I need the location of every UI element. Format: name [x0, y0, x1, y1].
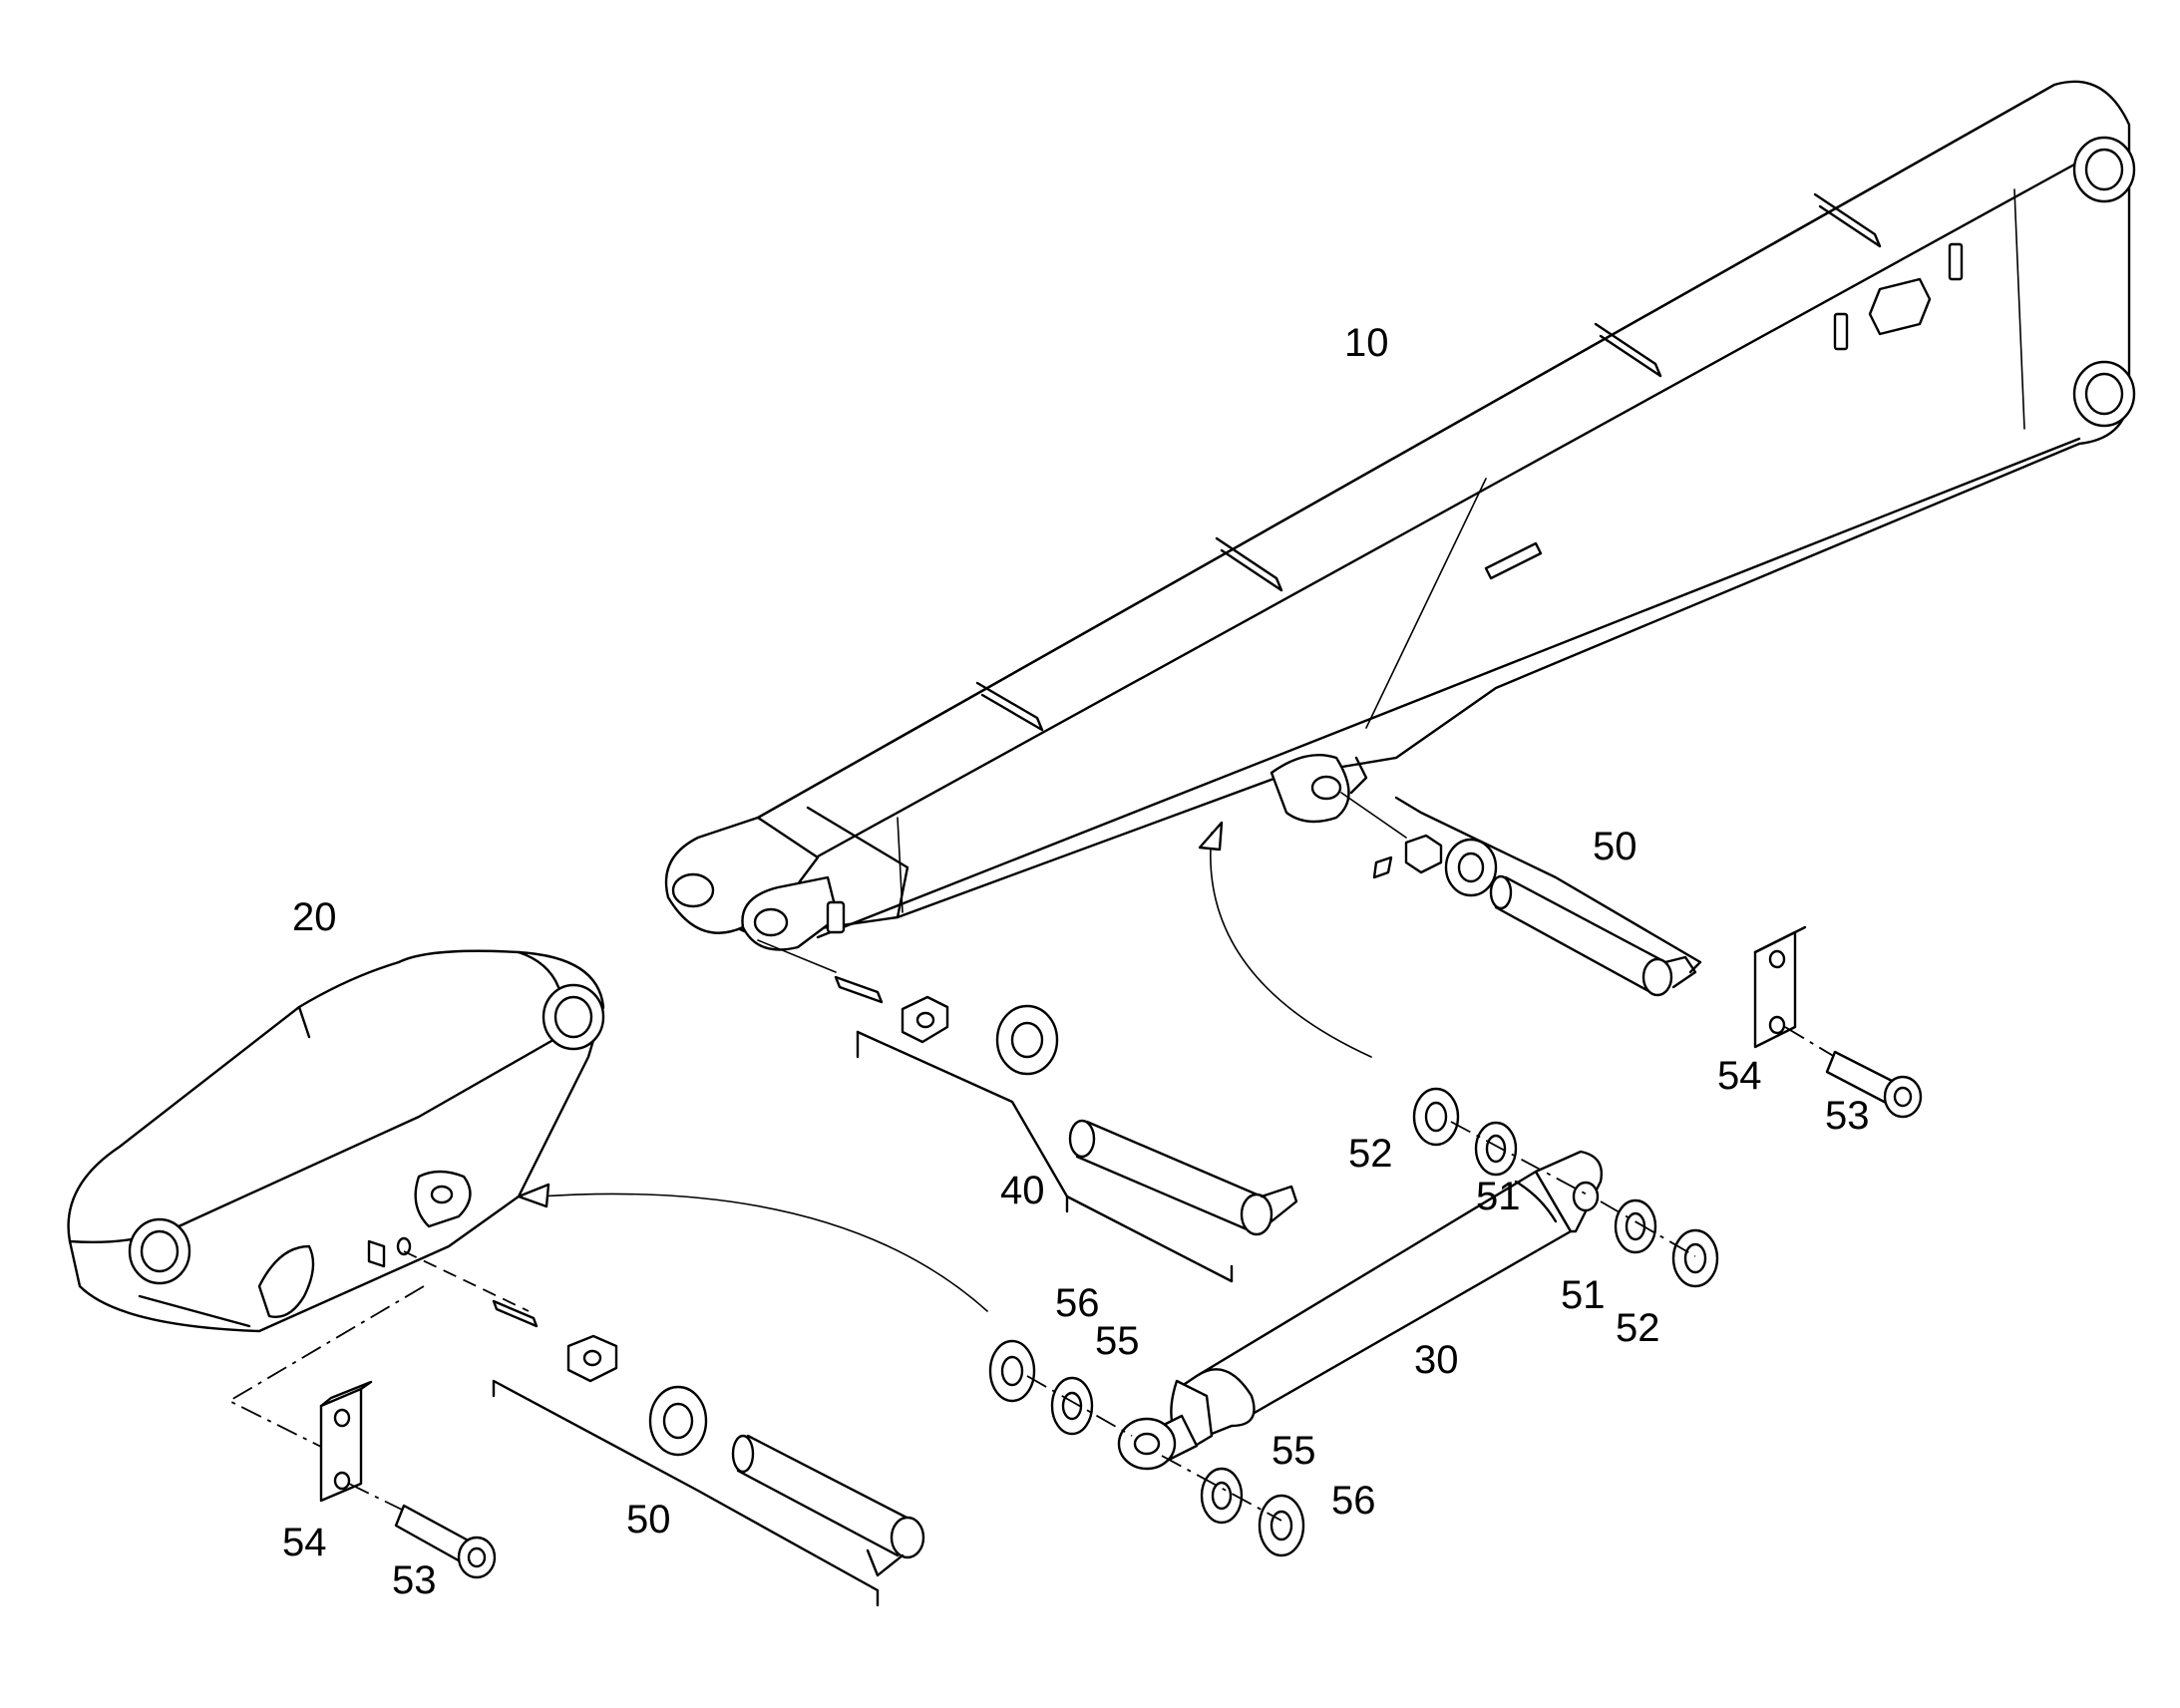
callout-pin-set-link: 50	[626, 1498, 671, 1541]
arrow-cylinder-to-link	[538, 1193, 988, 1312]
castle-nut	[901, 995, 949, 1044]
callout-plate-54-right: 54	[1717, 1054, 1762, 1098]
cylinder-base-washers	[988, 1339, 1305, 1557]
link	[67, 949, 605, 1333]
callout-washer-55-upper: 55	[1095, 1319, 1140, 1363]
pin-set-boom-front	[757, 939, 1298, 1283]
callout-bolt-53-left: 53	[392, 1558, 437, 1602]
hose-clamps	[975, 192, 1882, 732]
pin-set-boom-rear	[1340, 792, 1702, 997]
boom-arm	[664, 80, 2136, 951]
link-bore-lower	[128, 1217, 191, 1285]
callout-washer-55-lower: 55	[1272, 1429, 1316, 1473]
callout-washer-52-right: 52	[1616, 1306, 1660, 1350]
lock-plate-and-bolt-right	[1753, 925, 1923, 1119]
callout-washer-56-upper: 56	[1055, 1281, 1100, 1325]
assembly-arrows	[517, 821, 1372, 1312]
callout-bolt-53-right: 53	[1825, 1094, 1870, 1138]
callout-washer-51-right: 51	[1561, 1273, 1606, 1317]
callout-washer-51-top: 51	[1476, 1175, 1521, 1218]
spacer-ring	[995, 1004, 1059, 1076]
spacer-ring	[648, 1385, 708, 1457]
callout-pin-set-boom-rear: 50	[1593, 825, 1637, 868]
callout-washer-56-lower: 56	[1331, 1479, 1376, 1523]
boom-head-bore-upper	[2072, 136, 2136, 203]
spacer-ring	[1444, 838, 1498, 897]
arrow-cylinder-to-boom	[1210, 832, 1372, 1058]
pin-shaft	[1494, 875, 1667, 994]
boom-front-bore	[671, 872, 715, 908]
callout-boom: 10	[1344, 321, 1389, 365]
callout-link: 20	[292, 895, 337, 939]
castle-nut	[566, 1334, 618, 1383]
callout-cylinder: 30	[1414, 1338, 1459, 1382]
callout-plate-54-left: 54	[282, 1521, 327, 1564]
castle-nut	[1404, 834, 1443, 874]
boom-head-bore-lower	[2072, 360, 2136, 428]
callout-washer-52-top: 52	[1348, 1132, 1393, 1176]
callout-pin-set-boom-front: 40	[1000, 1169, 1045, 1212]
link-bore-upper	[542, 983, 605, 1051]
hydraulic-cylinder	[1117, 1150, 1603, 1471]
cylinder-rod-washers	[1412, 1087, 1719, 1288]
pin-set-link	[403, 1250, 925, 1607]
pin-shaft	[736, 1434, 914, 1557]
lock-plate-and-bolt-left	[227, 1285, 497, 1579]
